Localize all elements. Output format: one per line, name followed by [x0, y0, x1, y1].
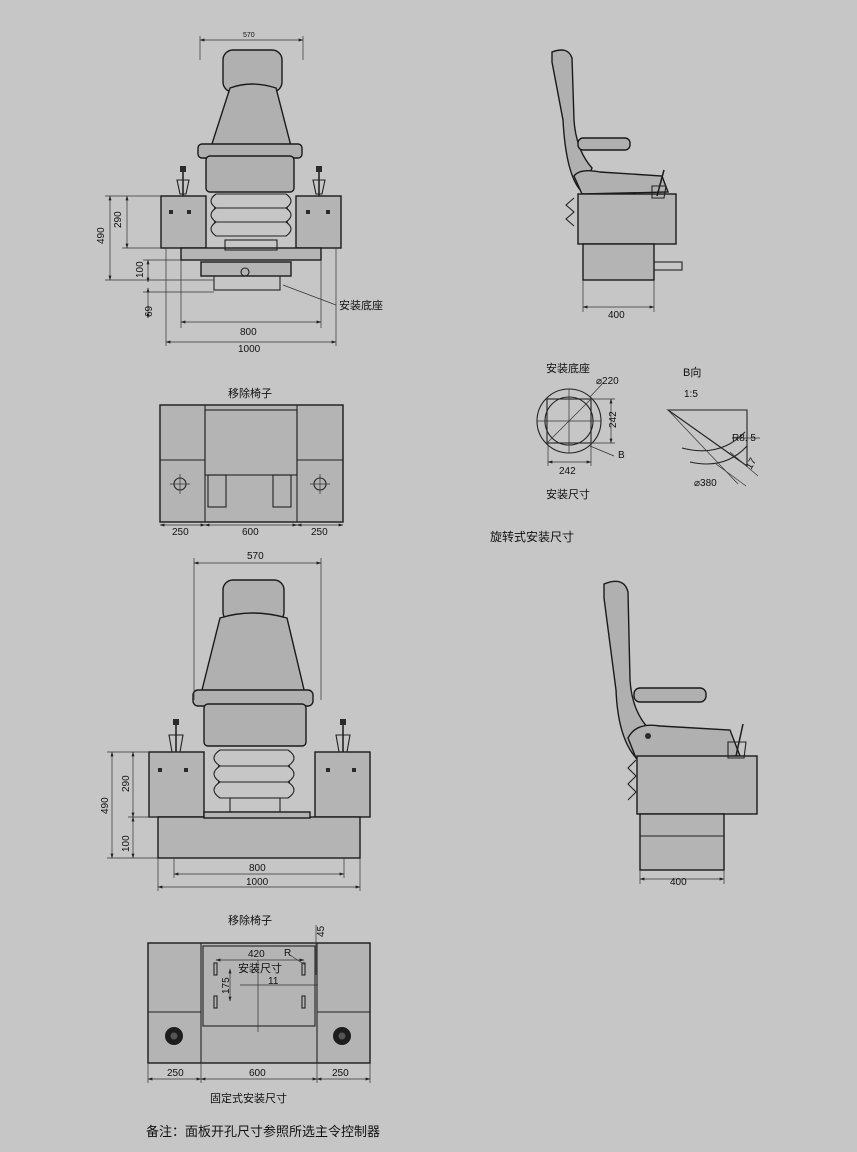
- side-cushion: [573, 169, 670, 195]
- dim-420: 420: [248, 949, 265, 960]
- side-view-bottom: 400: [603, 580, 758, 888]
- r-label: R: [284, 948, 291, 959]
- dim-800-top: 800: [240, 327, 257, 338]
- fixed-base: [157, 816, 361, 859]
- right-console: [295, 195, 342, 249]
- dim-290-bottom: 290: [121, 775, 132, 792]
- dim-250-right-1: 250: [311, 527, 328, 538]
- dim-100-top: 100: [135, 261, 146, 278]
- side-base-2: [639, 813, 725, 871]
- dim-69: 69: [144, 305, 155, 317]
- side-console: [577, 193, 677, 245]
- rotary-dim-242-h: 242: [559, 466, 576, 477]
- bellows: [210, 193, 292, 237]
- right-console-2: [314, 751, 371, 818]
- rotary-install-view: 安装底座 242 242 ⌀220 B 安装尺寸 B向 1:5 R8. 5 17: [490, 361, 760, 544]
- b-view-dim-17: 17: [744, 456, 759, 472]
- side-armrest: [577, 137, 631, 151]
- left-joystick-icon: [176, 166, 190, 196]
- base-label: 安装底座: [339, 298, 383, 312]
- remove-chair-view-2: 移除椅子 420 175 安装尺寸 11 45 R: [147, 913, 371, 1105]
- side-joystick-icon-2: [727, 723, 747, 759]
- b-view-scale: 1:5: [684, 389, 698, 400]
- side-seat-back-2: [603, 580, 651, 762]
- b-view-detail: [666, 409, 760, 487]
- dim-250-right-2: 250: [332, 1068, 349, 1079]
- seat-base-frame: [180, 247, 322, 261]
- seat-base-2: [203, 703, 307, 747]
- dim-250-left-2: 250: [167, 1068, 184, 1079]
- right-joystick-icon: [312, 166, 326, 196]
- footnote: 备注：面板开孔尺寸参照所选主令控制器: [146, 1124, 380, 1139]
- rotary-b-label: B: [618, 450, 625, 461]
- bellows-mount: [224, 239, 278, 251]
- side-base: [582, 243, 655, 281]
- bellows-2: [213, 749, 295, 799]
- top-front-view: 570 490 290 100 69 800 1000 安装底座: [96, 32, 383, 355]
- dim-570-bottom: 570: [247, 551, 264, 562]
- side-cushion-2: [627, 724, 742, 759]
- side-seat-back: [551, 49, 593, 194]
- dim-490-bottom: 490: [100, 797, 111, 814]
- rotary-base-label: 安装底座: [546, 361, 590, 375]
- dim-1000-top: 1000: [238, 344, 261, 355]
- dim-100-bottom: 100: [121, 835, 132, 852]
- dim-400-bottom: 400: [670, 877, 687, 888]
- right-mount-knob-icon: [333, 1027, 351, 1045]
- rotary-plate: [200, 261, 292, 277]
- left-mount-knob-icon: [165, 1027, 183, 1045]
- seat-back-2: [199, 612, 307, 699]
- install-label-2: 安装尺寸: [238, 961, 282, 975]
- dim-600-1: 600: [242, 527, 259, 538]
- dim-800-bottom: 800: [249, 863, 266, 874]
- bottom-front-view: 570 490 290 100 800 1000: [100, 551, 371, 891]
- side-joystick-icon: [651, 169, 667, 199]
- seat-base: [205, 155, 295, 193]
- side-view-top: 400: [551, 49, 683, 321]
- dim-600-2: 600: [249, 1068, 266, 1079]
- b-view-r85: R8. 5: [732, 433, 756, 444]
- dim-1000-bottom: 1000: [246, 877, 269, 888]
- remove-chair-title-2: 移除椅子: [228, 913, 272, 927]
- dim-490: 490: [96, 227, 107, 244]
- rotary-caption: 旋转式安装尺寸: [490, 529, 574, 544]
- left-joystick-icon-2: [168, 719, 184, 753]
- install-base: [213, 275, 281, 291]
- remove-chair-title-1: 移除椅子: [228, 386, 272, 400]
- seat-back: [209, 83, 293, 151]
- dim-570-top: 570: [243, 32, 255, 39]
- rotary-dim-242-v: 242: [608, 411, 619, 428]
- b-view-title: B向: [683, 365, 701, 379]
- rotary-dia-220: ⌀220: [596, 376, 619, 387]
- dim-45: 45: [316, 925, 327, 937]
- side-armrest-2: [633, 687, 707, 703]
- rotary-install-label: 安装尺寸: [546, 487, 590, 501]
- dim-175: 175: [221, 977, 232, 994]
- fixed-caption: 固定式安装尺寸: [210, 1091, 287, 1105]
- remove-chair-view-1: 移除椅子 250 600 250: [159, 386, 344, 538]
- side-console-2: [636, 755, 758, 815]
- right-joystick-icon-2: [335, 719, 351, 753]
- dim-400-top: 400: [608, 310, 625, 321]
- left-console-2: [148, 751, 205, 818]
- dim-11: 11: [268, 976, 279, 987]
- dim-290: 290: [113, 211, 124, 228]
- left-console: [160, 195, 207, 249]
- b-view-dia-380: ⌀380: [694, 478, 717, 489]
- dim-250-left-1: 250: [172, 527, 189, 538]
